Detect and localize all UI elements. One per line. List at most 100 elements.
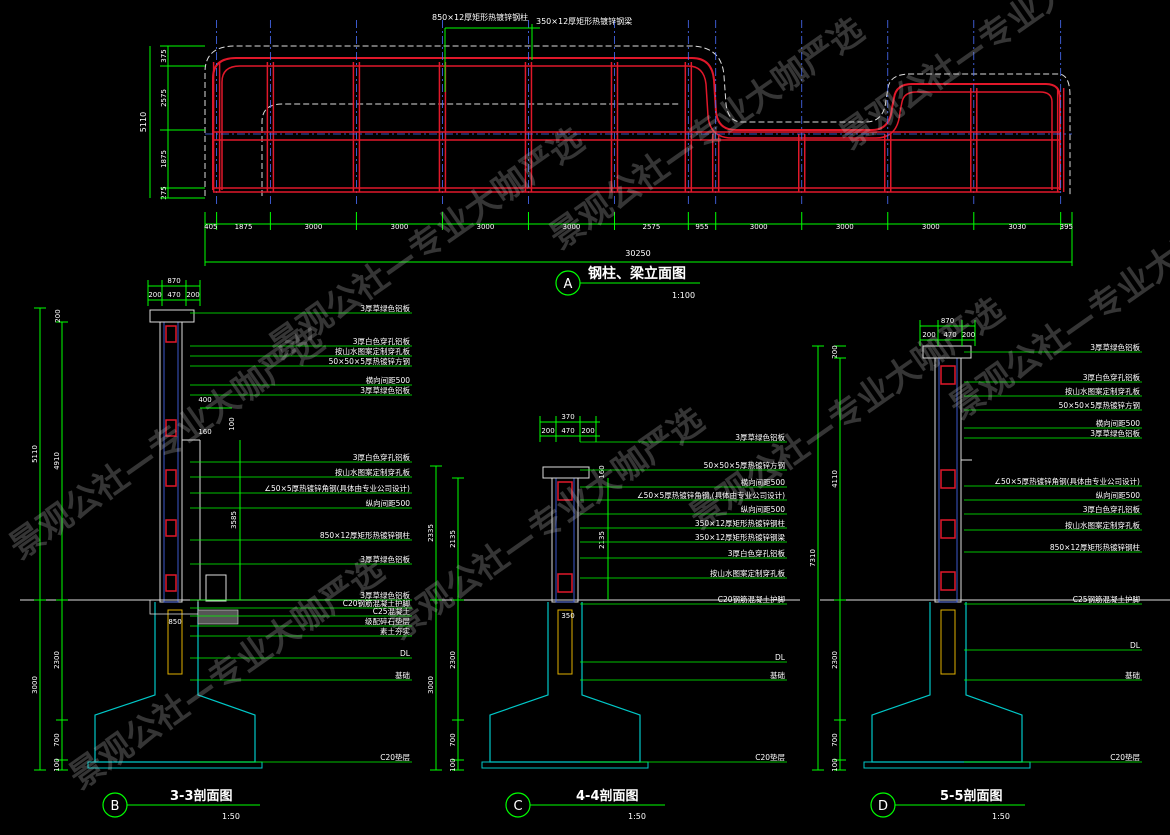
section-d-labels: 3厚草绿色铝板3厚白色穿孔铝板按山水图案定制穿孔板50×50×5厚热镀锌方钢横向…: [964, 342, 1142, 763]
section-b-cap: [149, 309, 195, 323]
section-label: ∠50×5厚热镀锌角钢(具体由专业公司设计): [264, 483, 410, 493]
section-label: 基础: [395, 670, 410, 680]
section-c-labels: 3厚草绿色铝板50×50×5厚热镀锌方钢横向间距500∠50×5厚热镀锌角钢,(…: [580, 432, 787, 763]
side-dim: 400: [198, 396, 211, 404]
section-label: 3厚草绿色铝板: [360, 554, 410, 564]
elevation-bottom-dim: 3000: [750, 223, 768, 231]
section-label: 横向间距500: [1096, 418, 1141, 428]
top-dim: 470: [943, 331, 956, 339]
section-label: 级配碎石垫层: [365, 616, 410, 626]
left-dim: 4910: [53, 452, 61, 470]
section-label: C20垫层: [380, 752, 410, 762]
top-dim-total: 870: [941, 317, 954, 325]
top-dim: 470: [167, 291, 180, 299]
section-label: 横向间距500: [741, 477, 786, 487]
elevation-callout-column: 850×12厚矩形热镀锌钢柱: [432, 12, 528, 22]
top-dim: 200: [922, 331, 935, 339]
section-label: ∠50×5厚热镀锌角钢(具体由专业公司设计): [994, 476, 1140, 486]
left-dim: 100: [449, 758, 457, 771]
side-dim: 350: [561, 612, 574, 620]
section-label: DL: [1130, 641, 1141, 650]
elevation-total-height: 5110: [139, 112, 148, 132]
section-d-scale: 1:50: [992, 812, 1010, 821]
left-dim: 100: [53, 758, 61, 771]
top-dim: 200: [962, 331, 975, 339]
elevation-left-dim: 2575: [160, 89, 168, 107]
section-b-title: 3-3剖面图: [170, 788, 233, 804]
section-label: 基础: [1125, 670, 1140, 680]
section-label: 纵向间距500: [366, 498, 411, 508]
elevation-outline: [204, 45, 1071, 196]
elevation-bottom-dim: 2575: [642, 223, 660, 231]
section-c-marker: C: [513, 799, 522, 814]
left-dim: 700: [449, 733, 457, 746]
side-dim: 160: [598, 465, 606, 478]
section-d-marker: D: [878, 799, 888, 814]
top-dim: 200: [186, 291, 199, 299]
section-label: C20钢筋混凝土护脚: [343, 598, 410, 608]
left-dim: 100: [831, 758, 839, 771]
side-dim: 200: [54, 309, 62, 322]
section-label: 3厚白色穿孔铝板: [353, 336, 411, 346]
top-dim: 470: [561, 427, 574, 435]
side-dim: 3585: [230, 511, 238, 529]
left-dim: 5110: [31, 445, 39, 463]
left-dim: 4110: [831, 470, 839, 488]
section-label: 3厚草绿色铝板: [360, 590, 410, 600]
section-label: 3厚草绿色铝板: [360, 385, 410, 395]
section-label: 3厚白色穿孔铝板: [728, 548, 786, 558]
section-label: 按山水图案定制穿孔板: [335, 346, 410, 356]
section-c-side-dims: 160 2135 350: [561, 465, 609, 620]
elevation-scale: 1:100: [672, 291, 695, 300]
section-c-scale: 1:50: [628, 812, 646, 821]
section-label: 3厚草绿色铝板: [1090, 428, 1140, 438]
section-label: 850×12厚矩形热镀锌钢柱: [1050, 542, 1141, 552]
section-label: 3厚白色穿孔铝板: [353, 452, 411, 462]
elevation-callout-beam: 350×12厚矩形热镀锌钢梁: [536, 16, 632, 26]
top-dim: 200: [541, 427, 554, 435]
elevation-bottom-dim: 395: [1060, 223, 1073, 231]
section-label: 纵向间距500: [741, 504, 786, 514]
section-label: 3厚白色穿孔铝板: [1083, 504, 1141, 514]
top-dim: 200: [581, 427, 594, 435]
elevation-grid: [205, 20, 1072, 205]
section-label: 按山水图案定制穿孔板: [710, 568, 785, 578]
elevation-bottom-dim: 3030: [1008, 223, 1026, 231]
elevation-bottom-dim: 3000: [836, 223, 854, 231]
section-label: 3厚草绿色铝板: [1090, 342, 1140, 352]
left-dim: 700: [53, 733, 61, 746]
elevation-drawing: 850×12厚矩形热镀锌钢柱 350×12厚矩形热镀锌钢梁 3752575187…: [139, 12, 1073, 300]
section-label: C25钢筋混凝土护脚: [1073, 594, 1140, 604]
elevation-title: 钢柱、梁立面图: [588, 265, 686, 282]
elevation-inner-dashed: [261, 103, 680, 196]
elevation-left-dim: 275: [160, 186, 168, 199]
section-b-marker: B: [111, 799, 120, 814]
top-dim-total: 370: [561, 413, 574, 421]
side-dim: 160: [198, 428, 211, 436]
section-label: 50×50×5厚热镀锌方钢: [1059, 400, 1140, 410]
left-dim: 200: [831, 345, 839, 358]
section-label: 横向间距500: [366, 375, 411, 385]
section-label: C25混凝土: [373, 606, 411, 616]
elevation-bottom-dim: 3000: [391, 223, 409, 231]
elevation-bottom-dim: 3000: [922, 223, 940, 231]
section-b-scale: 1:50: [222, 812, 240, 821]
section-d-top-dims: 870 200 470 200: [919, 317, 976, 346]
left-dim: 2135: [449, 530, 457, 548]
left-dim: 2300: [449, 651, 457, 669]
top-dim: 200: [148, 291, 161, 299]
elevation-bottom-dim: 405: [204, 223, 217, 231]
left-dim: 2300: [53, 651, 61, 669]
section-label: 素土夯实: [380, 626, 410, 636]
side-dim: 850: [168, 618, 181, 626]
elevation-bottom-dim: 955: [695, 223, 708, 231]
side-dim: 2135: [598, 531, 606, 549]
elevation-top-beam: [212, 57, 1061, 190]
